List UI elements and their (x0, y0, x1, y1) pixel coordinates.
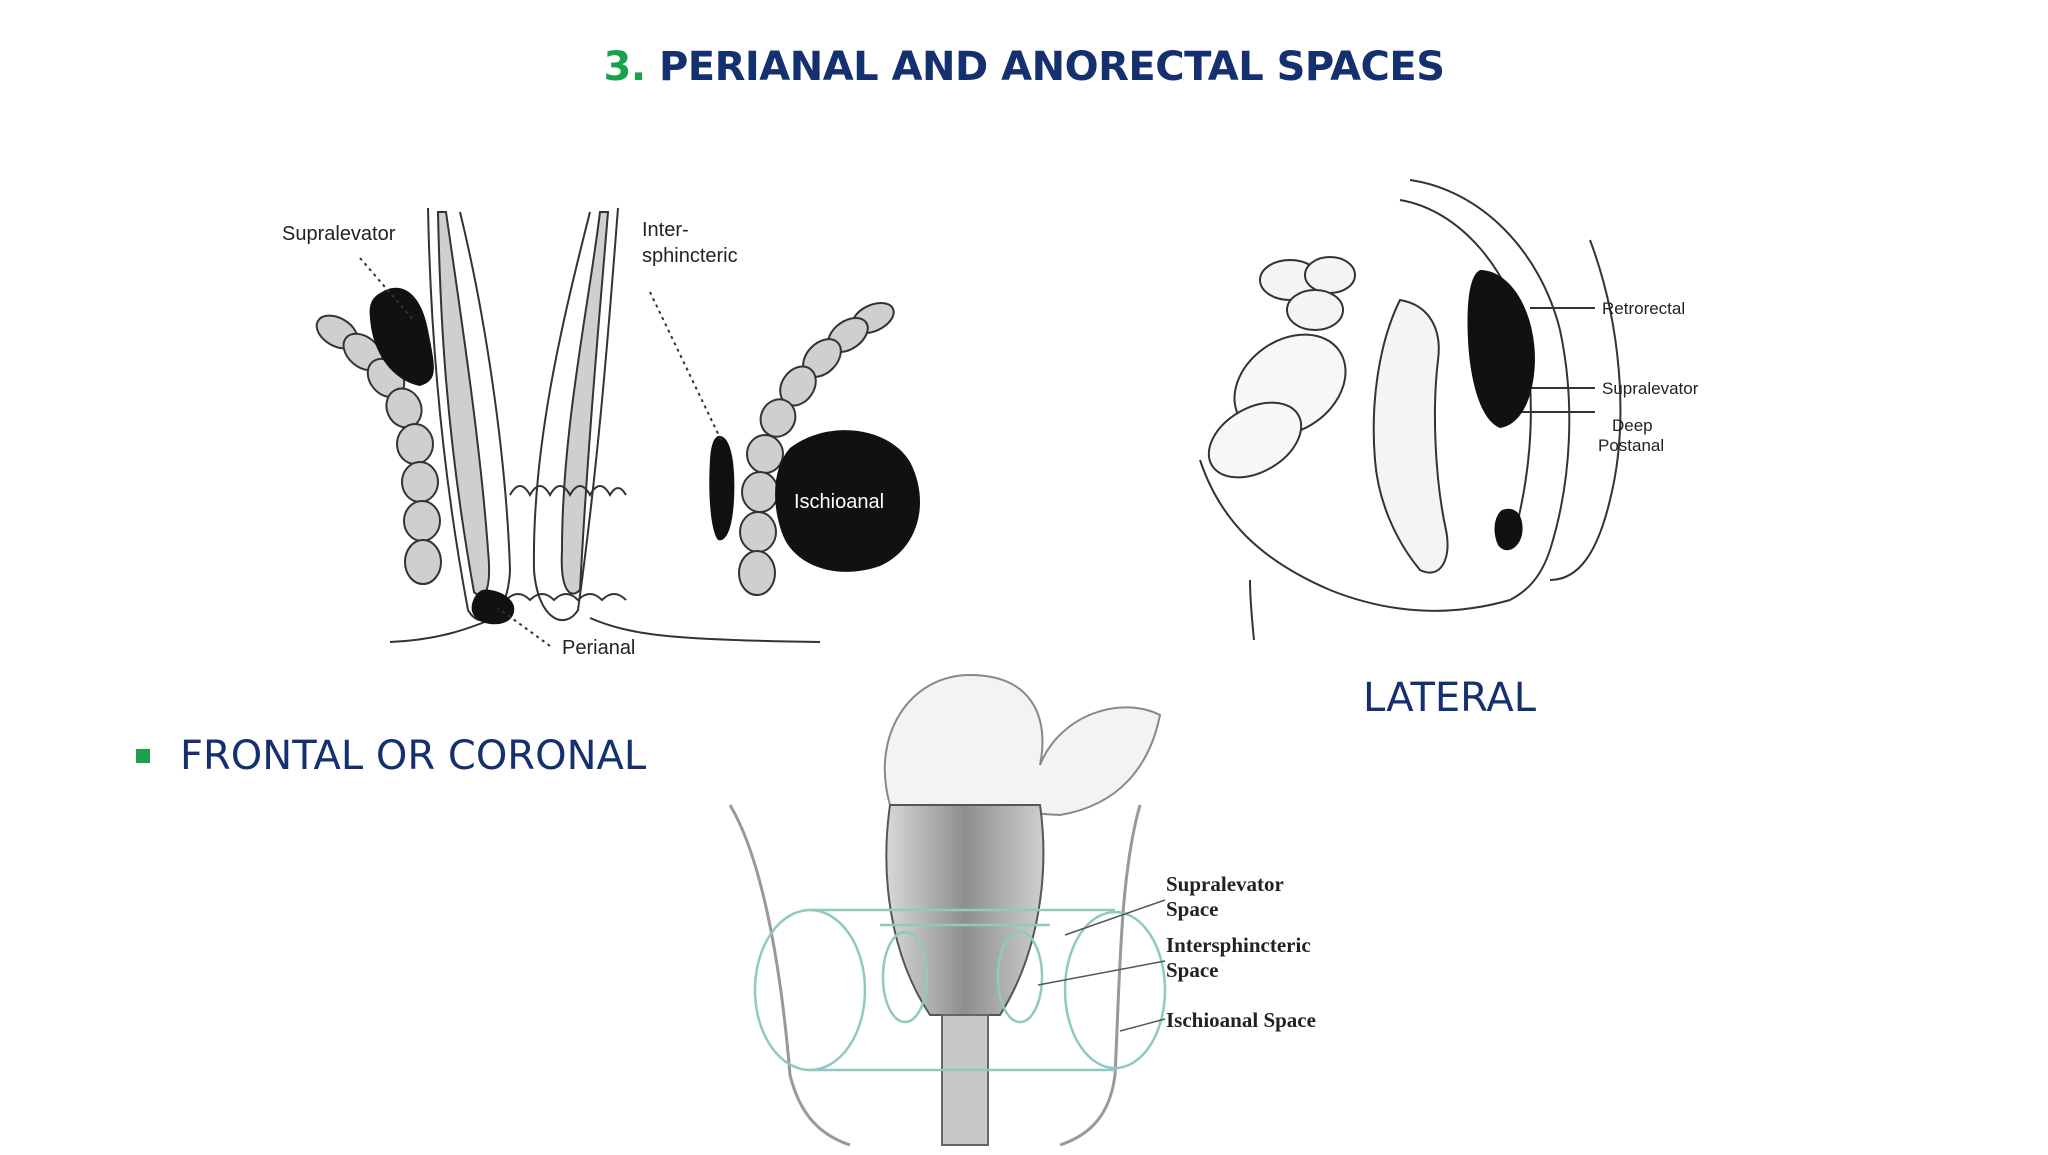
label-retrorectal: Retrorectal (1602, 299, 1685, 318)
buttock-outline (1549, 239, 1622, 581)
supralevator-space (369, 287, 434, 386)
right-ischioanal-outline (1063, 910, 1167, 1070)
label-sphincteric: sphincteric (642, 245, 738, 267)
right-levator-muscle (738, 301, 895, 596)
bullet-item: FRONTAL OR CORONAL (136, 733, 646, 779)
label-ischioanal: Ischioanal (794, 491, 884, 513)
left-ischioanal-outline (753, 908, 867, 1072)
label-lateral-supralevator: Supralevator (1602, 379, 1699, 398)
left-intersphincteric-outline (881, 930, 929, 1024)
coronal-diagram: Supralevator Space Intersphincteric Spac… (720, 655, 1360, 1150)
title-number: 3. (603, 44, 646, 90)
coronal-diagram-svg: Supralevator Space Intersphincteric Spac… (728, 673, 1316, 1147)
title-text: PERIANAL AND ANORECTAL SPACES (658, 44, 1445, 90)
space-outlines (753, 908, 1167, 1072)
right-intersphincteric-outline (996, 930, 1044, 1024)
intersphincteric-space (709, 435, 735, 541)
mucosa-lower (505, 593, 627, 602)
label-inter: Inter- (642, 219, 689, 241)
right-pelvic-wall (1059, 804, 1142, 1147)
frontal-leader-lines (359, 257, 723, 647)
retrorectal-space (1467, 270, 1535, 428)
slide-title: 3. PERIANAL AND ANORECTAL SPACES (0, 44, 2048, 90)
label-supralevator-space-1: Supralevator (1166, 872, 1284, 896)
deep-postanal-space (1494, 508, 1523, 551)
uterus (1207, 401, 1303, 479)
label-supralevator: Supralevator (282, 223, 396, 245)
perineum-line (1199, 459, 1511, 612)
label-perianal: Perianal (562, 637, 635, 659)
label-supralevator-space-2: Space (1166, 897, 1219, 921)
label-ischioanal-space: Ischioanal Space (1166, 1008, 1316, 1032)
rectum (1372, 298, 1449, 574)
bowel-loop (1304, 256, 1356, 294)
bullet-marker (136, 749, 150, 763)
bullet-text: FRONTAL OR CORONAL (180, 733, 647, 779)
mucosa-upper (509, 485, 627, 498)
thigh-line (1249, 579, 1255, 641)
ischioanal-space (775, 430, 920, 572)
bowel-loop (1286, 289, 1344, 331)
perianal-space (471, 589, 515, 625)
coronal-leader-lines (1037, 899, 1166, 1032)
label-intersphincteric-space-2: Space (1166, 958, 1219, 982)
anal-canal (941, 1014, 989, 1146)
sigmoid-colon (883, 673, 1162, 817)
label-intersphincteric-space-1: Intersphincteric (1166, 933, 1311, 957)
lateral-diagram: Retrorectal Supralevator Deep Postanal (1180, 160, 1780, 641)
label-deep: Deep (1612, 416, 1653, 435)
sacrum-outline (1409, 179, 1571, 601)
right-anal-wall (532, 207, 619, 621)
lateral-caption: LATERAL (1363, 675, 1536, 721)
frontal-diagram: Supralevator Inter- sphincteric Ischioan… (270, 190, 930, 670)
left-levator-muscle (315, 314, 442, 585)
lateral-diagram-svg: Retrorectal Supralevator Deep Postanal (1199, 179, 1699, 641)
label-postanal: Postanal (1598, 436, 1664, 455)
frontal-diagram-svg: Supralevator Inter- sphincteric Ischioan… (282, 207, 920, 659)
left-pelvic-wall (728, 804, 851, 1147)
